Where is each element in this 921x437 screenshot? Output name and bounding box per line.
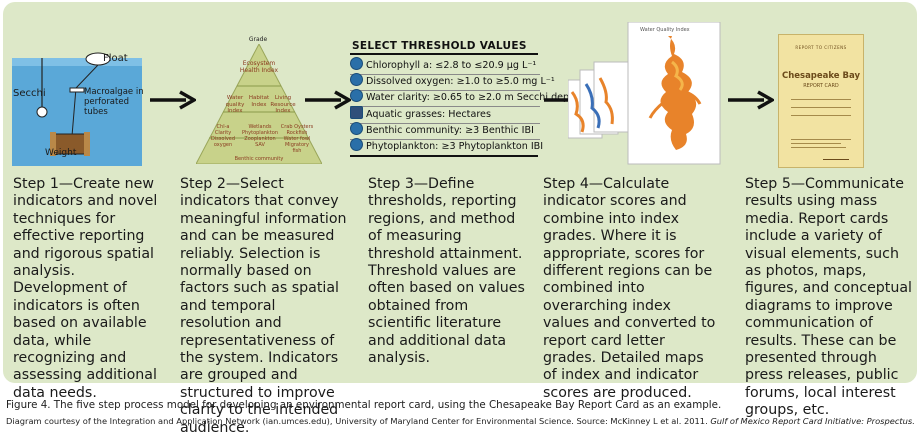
float-label: Float	[103, 53, 128, 64]
card-header: REPORT TO CITIZENS	[795, 45, 847, 50]
threshold-item: Dissolved oxygen: ≥1.0 to ≥5.0 mg L⁻¹	[350, 73, 555, 89]
pyramid-tier4-b: Wetlands Phytoplankton Zooplankton SAV	[241, 124, 279, 148]
pyramid-tier2: Ecosystem Health Index	[239, 60, 279, 74]
threshold-item: Chlorophyll a: ≤2.8 to ≤20.9 µg L⁻¹	[350, 57, 540, 73]
threshold-item: Aquatic grasses: Hectares	[350, 106, 540, 122]
aquatic-grass-icon	[350, 106, 363, 119]
report-card-image: REPORT TO CITIZENS Chesapeake Bay REPORT…	[778, 34, 864, 168]
arrow-icon	[305, 90, 351, 110]
step2-text: Step 2—Select indicators that convey mea…	[180, 176, 347, 436]
weight-label: Weight	[45, 148, 77, 158]
index-maps	[568, 22, 721, 165]
water-clarity-icon	[350, 89, 363, 102]
pyramid-apex: Grade	[248, 36, 268, 43]
pyramid-tier4-a: Chl-a Clarity Dissolved oxygen	[210, 124, 236, 148]
chlorophyll-icon	[350, 57, 363, 70]
step1-text: Step 1—Create new indicators and novel t…	[13, 176, 158, 401]
step4-text: Step 4—Calculate indicator scores and co…	[543, 176, 716, 401]
phytoplankton-icon	[350, 138, 363, 151]
figure-caption: Figure 4. The five step process model fo…	[6, 399, 722, 411]
indicator-pyramid	[196, 44, 322, 164]
threshold-item: Phytoplankton: ≥3 Phytoplankton IBI	[350, 138, 543, 154]
secchi-label: Secchi	[13, 88, 46, 99]
process-panel	[3, 2, 917, 383]
macroalgae-label: Macroalgae in perforated tubes	[84, 87, 144, 117]
signature-icon	[823, 153, 849, 160]
step1-illustration	[12, 52, 142, 166]
threshold-item: Water clarity: ≥0.65 to ≥2.0 m Secchi de…	[350, 89, 579, 105]
arrow-icon	[150, 90, 196, 110]
pyramid-tier3-b: Habitat Index	[248, 95, 270, 108]
threshold-title: SELECT THRESHOLD VALUES	[352, 40, 527, 52]
pyramid-tier3-a: Water quality Index	[225, 95, 245, 114]
dissolved-oxygen-icon	[350, 73, 363, 86]
card-subtitle: REPORT CARD	[803, 83, 839, 89]
pyramid-tier3-c: Living Resource Index	[270, 95, 296, 114]
benthic-icon	[350, 122, 363, 135]
pyramid-tier4-c: Crab Oysters Rockfish Water fowl Migrato…	[280, 124, 314, 154]
card-title: Chesapeake Bay	[781, 71, 861, 81]
figure-credit: Diagram courtesy of the Integration and …	[6, 416, 915, 426]
secchi-disk-icon	[36, 106, 48, 118]
map-title: Water Quality Index	[640, 27, 690, 33]
step3-text: Step 3—Define thresholds, reporting regi…	[368, 176, 525, 367]
step5-text: Step 5—Communicate results using mass me…	[745, 176, 912, 419]
arrow-icon	[728, 90, 774, 110]
pyramid-base: Benthic community	[234, 156, 284, 162]
threshold-item: Benthic community: ≥3 Benthic IBI	[350, 122, 540, 138]
